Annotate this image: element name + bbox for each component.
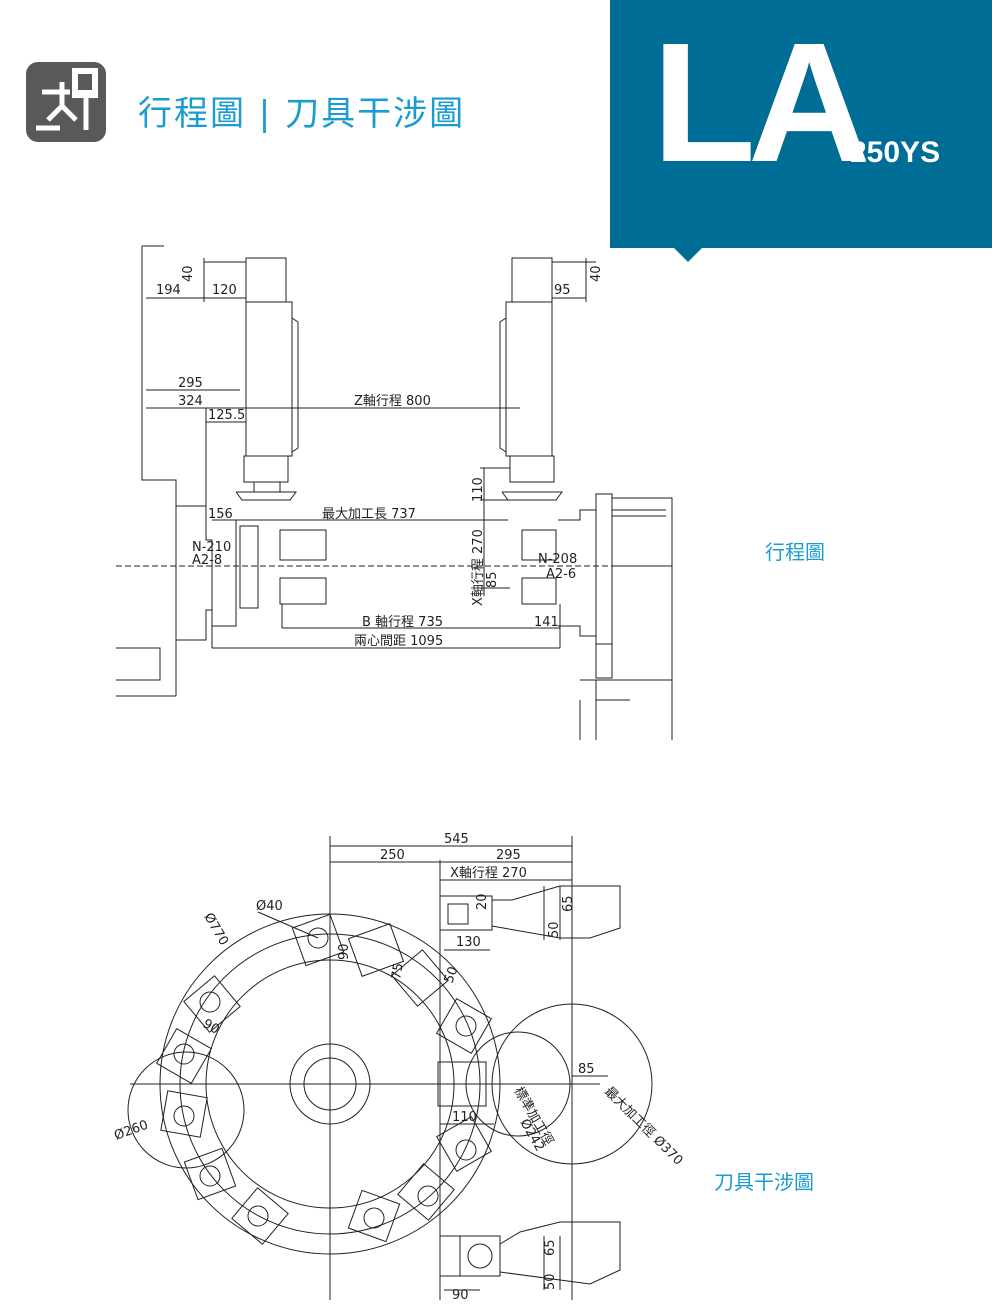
- x-travel-label-2: X軸行程 270: [450, 866, 527, 881]
- spindle-n208: N-208: [538, 552, 577, 567]
- dim-40-right: 40: [589, 265, 604, 282]
- dim-130: 130: [456, 935, 481, 950]
- travel-diagram-caption: 行程圖: [765, 540, 825, 564]
- spindle-a28: A2-8: [192, 553, 222, 568]
- dim-90c: 90: [452, 1288, 469, 1303]
- dim-110b: 110: [452, 1110, 477, 1125]
- max-diameter-label: 最大加工徑 Ø370: [601, 1084, 685, 1168]
- dim-295b: 295: [496, 848, 521, 863]
- dim-295: 295: [178, 376, 203, 391]
- dim-141: 141: [534, 615, 559, 630]
- dim-125-5: 125.5: [208, 408, 245, 423]
- interference-diagram-caption: 刀具干涉圖: [714, 1170, 814, 1194]
- interference-diagram-lines: [127, 836, 653, 1300]
- x-travel-label: X軸行程 270: [471, 529, 486, 606]
- dim-75: 75: [389, 962, 407, 981]
- dim-40-left: 40: [181, 265, 196, 282]
- dim-20: 20: [475, 893, 490, 910]
- dim-110: 110: [471, 477, 486, 502]
- spindle-n210: N-210: [192, 540, 231, 555]
- spindle-a26: A2-6: [546, 567, 576, 582]
- dim-250: 250: [380, 848, 405, 863]
- center-distance-label: 兩心間距 1095: [354, 634, 443, 649]
- dim-65b: 65: [543, 1239, 558, 1256]
- brand-model: LA: [652, 8, 871, 198]
- dim-120: 120: [212, 283, 237, 298]
- dia-40: Ø40: [256, 899, 283, 914]
- dim-90a: 90: [337, 943, 352, 960]
- dim-95: 95: [554, 283, 571, 298]
- dim-50: 50: [547, 921, 562, 938]
- max-length-label: 最大加工長 737: [322, 507, 416, 522]
- brand-banner-pointer: [672, 246, 704, 262]
- dim-156: 156: [208, 507, 233, 522]
- dim-50c: 50: [543, 1273, 558, 1290]
- z-travel-label: Z軸行程 800: [354, 394, 431, 409]
- brand-banner: [610, 0, 992, 248]
- dim-324: 324: [178, 394, 203, 409]
- dim-85b: 85: [578, 1062, 595, 1077]
- b-travel-label: B 軸行程 735: [362, 615, 443, 630]
- travel-diagram-lines: [116, 245, 673, 740]
- dia-770: Ø770: [201, 911, 232, 949]
- dim-194: 194: [156, 283, 181, 298]
- dim-545: 545: [444, 832, 469, 847]
- dia-260: Ø260: [112, 1118, 150, 1144]
- brand-model-sub: 250YS: [850, 136, 941, 169]
- machine-icon: [26, 62, 106, 142]
- dim-90b: 90: [200, 1016, 222, 1037]
- page-title: 行程圖 | 刀具干涉圖: [138, 94, 466, 134]
- dim-85: 85: [485, 571, 500, 588]
- dim-65: 65: [561, 895, 576, 912]
- dim-50b: 50: [442, 965, 462, 986]
